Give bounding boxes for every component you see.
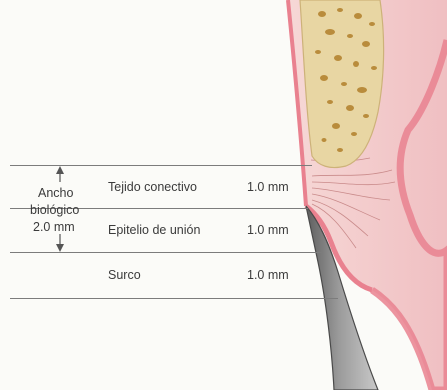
zone-value-sulcus: 1.0 mm [247, 268, 289, 282]
biologic-width-label-line2: biológico [30, 203, 79, 217]
zone-value-connective-tissue: 1.0 mm [247, 180, 289, 194]
zone-label-connective-tissue: Tejido conectivo [108, 180, 197, 194]
zone-label-junctional-epithelium: Epitelio de unión [108, 223, 200, 237]
zone-label-sulcus: Surco [108, 268, 141, 282]
zone-value-junctional-epithelium: 1.0 mm [247, 223, 289, 237]
biologic-width-label-line3: 2.0 mm [33, 220, 75, 234]
sulcus-bottom-line [10, 298, 338, 299]
biologic-width-label-line1: Ancho [38, 186, 73, 200]
